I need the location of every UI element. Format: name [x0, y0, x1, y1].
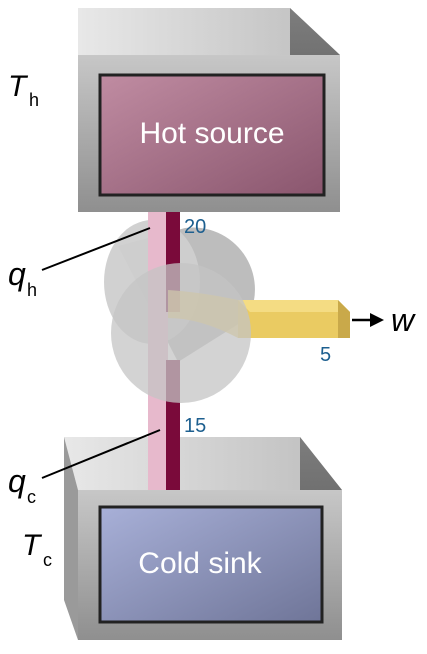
hot-temp-symbol: T: [8, 70, 29, 103]
cold-sink-label: Cold sink: [138, 547, 262, 580]
work-arrow-head: [370, 313, 384, 327]
cold-temp-subscript: c: [43, 550, 52, 570]
heat-in-subscript: h: [27, 280, 37, 300]
work-stream-bar-end: [338, 300, 350, 338]
cold-temperature-label: T c: [22, 529, 52, 570]
qh-leader-line: [41, 227, 151, 271]
qc-leader-line: [41, 429, 161, 479]
hot-source-box: Hot source: [78, 8, 340, 212]
work-symbol: w: [391, 302, 416, 338]
work-arrow: [352, 313, 384, 327]
cylinder-front-disk: [111, 263, 251, 403]
hot-temp-subscript: h: [29, 90, 39, 110]
hot-source-label: Hot source: [139, 117, 284, 150]
cold-sink-face: [98, 505, 324, 624]
heat-out-symbol: q: [8, 463, 26, 499]
heat-out-label: q c: [8, 463, 36, 507]
hot-box-top: [78, 8, 340, 55]
cold-sink-box: Cold sink: [64, 437, 342, 640]
heat-in-label: q h: [8, 256, 37, 300]
hot-temperature-label: T h: [8, 70, 39, 110]
heat-in-value: 20: [184, 216, 206, 238]
cold-box-left: [64, 437, 78, 640]
cold-temp-symbol: T: [22, 529, 43, 562]
hot-source-face: [98, 73, 326, 197]
heat-in-symbol: q: [8, 256, 26, 292]
work-value: 5: [320, 344, 331, 366]
work-stream-bar-top: [238, 300, 350, 312]
heat-out-value: 15: [184, 415, 206, 437]
heat-out-subscript: c: [27, 487, 36, 507]
cold-box-top: [64, 437, 342, 490]
